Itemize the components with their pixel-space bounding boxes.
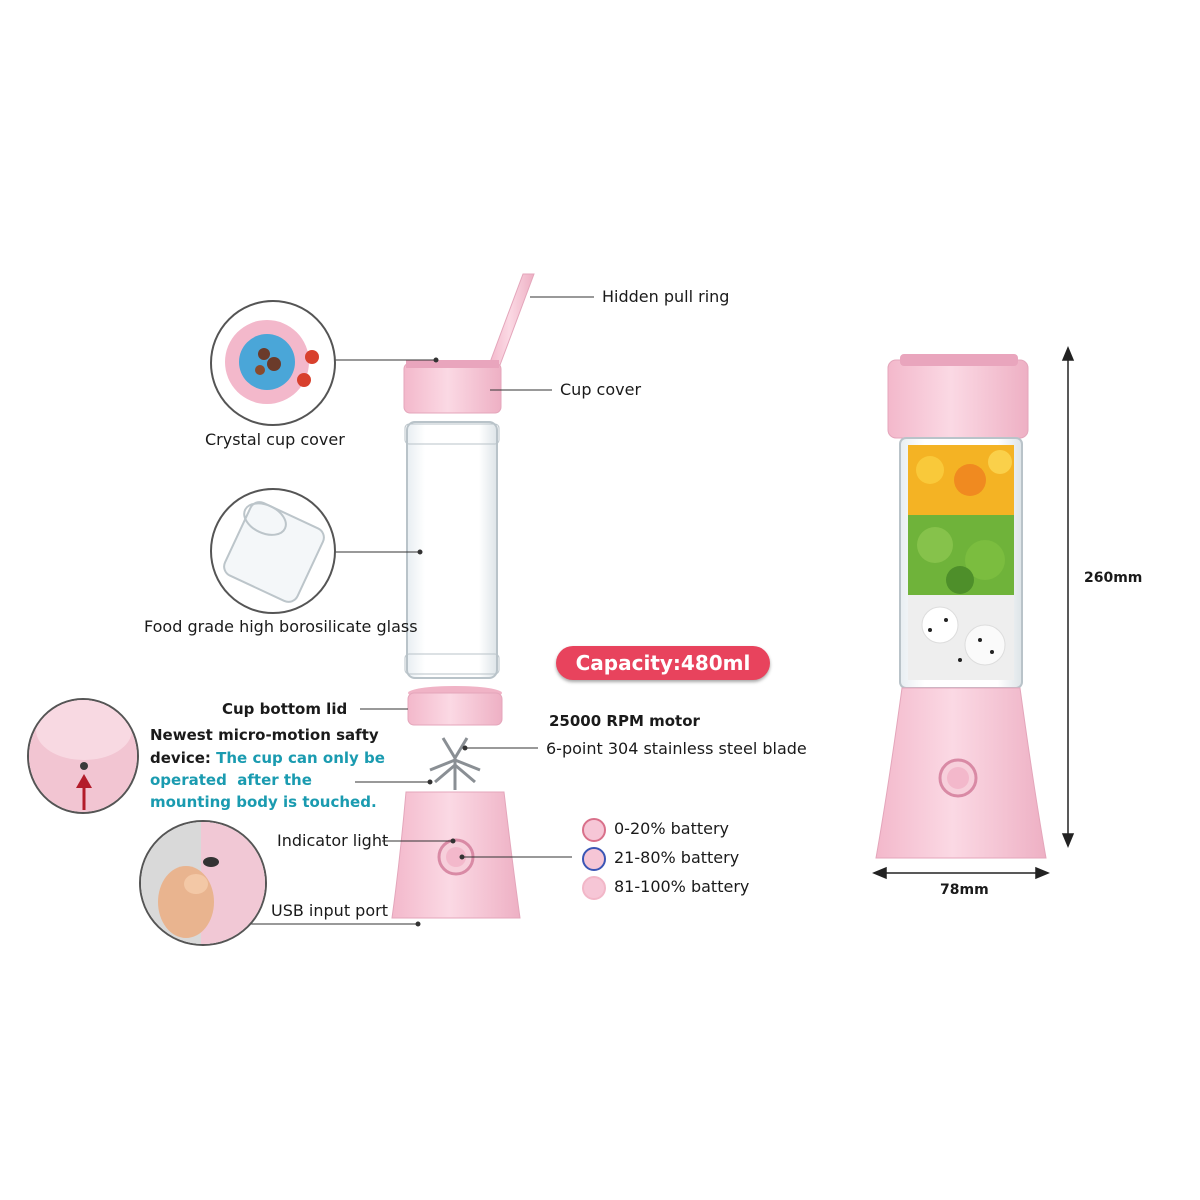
usb-port-detail <box>139 820 267 946</box>
battery-dot-icon <box>582 818 606 842</box>
usb-port-label: USB input port <box>271 901 388 920</box>
safety-teal-line1: The cup can only be <box>216 749 385 767</box>
battery-legend-label: 0-20% battery <box>614 819 729 838</box>
battery-legend-label: 81-100% battery <box>614 877 750 896</box>
glass-jar-icon <box>223 501 325 603</box>
finger-usb-icon <box>141 822 265 944</box>
width-dimension-arrow <box>872 866 1050 880</box>
hidden-pull-ring-label: Hidden pull ring <box>602 287 730 306</box>
leader-lines <box>248 296 594 927</box>
pull-ring-illustration <box>488 273 535 366</box>
battery-legend-item: 0-20% battery <box>582 817 782 842</box>
glass-label: Food grade high borosilicate glass <box>144 617 418 636</box>
crystal-cup-cover-icon <box>225 320 319 404</box>
battery-legend-item: 21-80% battery <box>582 846 782 871</box>
bottom-lid-illustration <box>407 686 503 726</box>
width-dimension-label: 78mm <box>940 882 989 898</box>
crystal-cup-cover-detail <box>210 300 336 426</box>
glass-illustration <box>404 421 500 679</box>
blade-label: 6-point 304 stainless steel blade <box>546 739 807 758</box>
motor-base-illustration <box>391 791 521 919</box>
up-arrow-icon <box>29 700 137 812</box>
battery-legend-item: 81-100% battery <box>582 875 782 900</box>
safety-title-device: device: <box>150 749 211 767</box>
battery-legend-label: 21-80% battery <box>614 848 740 867</box>
height-dimension-label: 260mm <box>1084 570 1143 586</box>
motor-label: 25000 RPM motor <box>549 712 700 730</box>
safety-title-line1: Newest micro-motion safty <box>150 726 379 744</box>
cup-cover-illustration <box>403 360 502 414</box>
safety-teal-line3: mounting body is touched. <box>150 793 377 811</box>
safety-title-line2: device: The cup can only be <box>150 749 385 767</box>
safety-device-detail <box>27 698 139 814</box>
crystal-cup-cover-label: Crystal cup cover <box>205 430 345 449</box>
indicator-light-label: Indicator light <box>277 831 389 850</box>
cup-cover-label: Cup cover <box>560 380 642 399</box>
height-dimension-arrow <box>1061 346 1075 848</box>
battery-dot-icon <box>582 847 606 871</box>
capacity-badge: Capacity:480ml <box>556 646 770 680</box>
blade-illustration <box>429 737 481 790</box>
battery-dot-icon <box>582 876 606 900</box>
assembled-blender-illustration <box>875 354 1047 859</box>
cup-bottom-lid-label: Cup bottom lid <box>222 700 348 718</box>
glass-detail <box>210 488 336 614</box>
safety-teal-line2: operated after the <box>150 771 312 789</box>
